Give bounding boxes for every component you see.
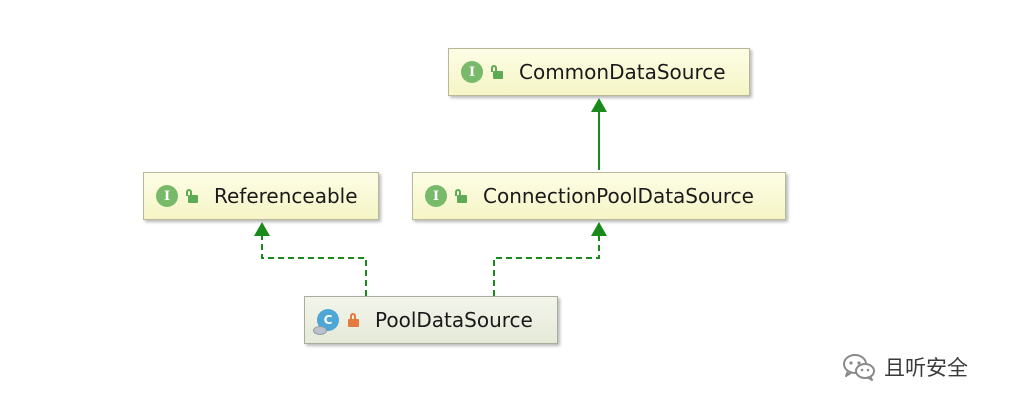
- interface-icon: I: [461, 61, 483, 83]
- edge-pool-implements-cpds: [493, 236, 600, 296]
- arrowhead-cpds: [591, 222, 607, 236]
- interface-icon: I: [425, 185, 447, 207]
- class-marker-icon: [313, 326, 327, 335]
- arrowhead-referenceable: [254, 222, 270, 236]
- node-referenceable[interactable]: I Referenceable: [143, 172, 379, 220]
- edge-pool-implements-referenceable: [261, 236, 367, 296]
- wechat-icon: [843, 354, 875, 381]
- node-pool-data-source[interactable]: C PoolDataSource: [304, 296, 558, 344]
- node-label: Referenceable: [214, 184, 358, 208]
- private-lock-icon: [347, 312, 361, 328]
- arrowhead-common: [591, 98, 607, 112]
- node-label: ConnectionPoolDataSource: [483, 184, 754, 208]
- watermark: 且听安全: [842, 352, 968, 382]
- public-lock-icon: [455, 188, 469, 204]
- public-lock-icon: [491, 64, 505, 80]
- class-icon: C: [313, 309, 339, 335]
- node-label: PoolDataSource: [375, 308, 533, 332]
- node-label: CommonDataSource: [519, 60, 726, 84]
- node-connection-pool-data-source[interactable]: I ConnectionPoolDataSource: [412, 172, 786, 220]
- watermark-text: 且听安全: [884, 356, 968, 380]
- public-lock-icon: [186, 188, 200, 204]
- node-common-data-source[interactable]: I CommonDataSource: [448, 48, 750, 96]
- interface-icon: I: [156, 185, 178, 207]
